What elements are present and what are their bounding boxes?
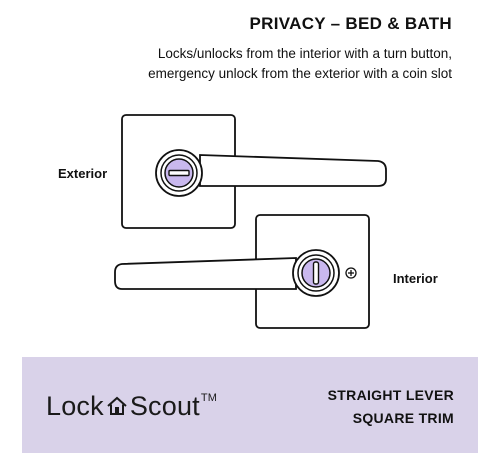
interior-lever-arm — [114, 257, 297, 290]
logo-text-lock: Lock — [46, 391, 104, 421]
coin-slot-icon — [168, 169, 190, 177]
trademark-symbol: TM — [200, 392, 218, 404]
exterior-label: Exterior — [58, 166, 108, 181]
house-icon — [107, 396, 127, 415]
page-description: Locks/unlocks from the interior with a t… — [148, 46, 452, 81]
logo-text-scout: Scout — [129, 391, 200, 421]
brand-footer: Lock ScoutTM STRAIGHT LEVER SQUARE TRIM — [22, 357, 478, 453]
product-description: STRAIGHT LEVER SQUARE TRIM — [328, 384, 454, 430]
exterior-lever-arm — [199, 154, 387, 187]
interior-label: Interior — [393, 271, 438, 286]
lockscout-logo: Lock ScoutTM — [46, 391, 217, 422]
lever-diagram — [114, 114, 387, 329]
product-line-1: STRAIGHT LEVER — [327, 387, 454, 403]
turn-button-grip-icon — [312, 261, 320, 285]
product-line-2: SQUARE TRIM — [352, 410, 454, 426]
page-title: PRIVACY – BED & BATH — [249, 14, 452, 33]
